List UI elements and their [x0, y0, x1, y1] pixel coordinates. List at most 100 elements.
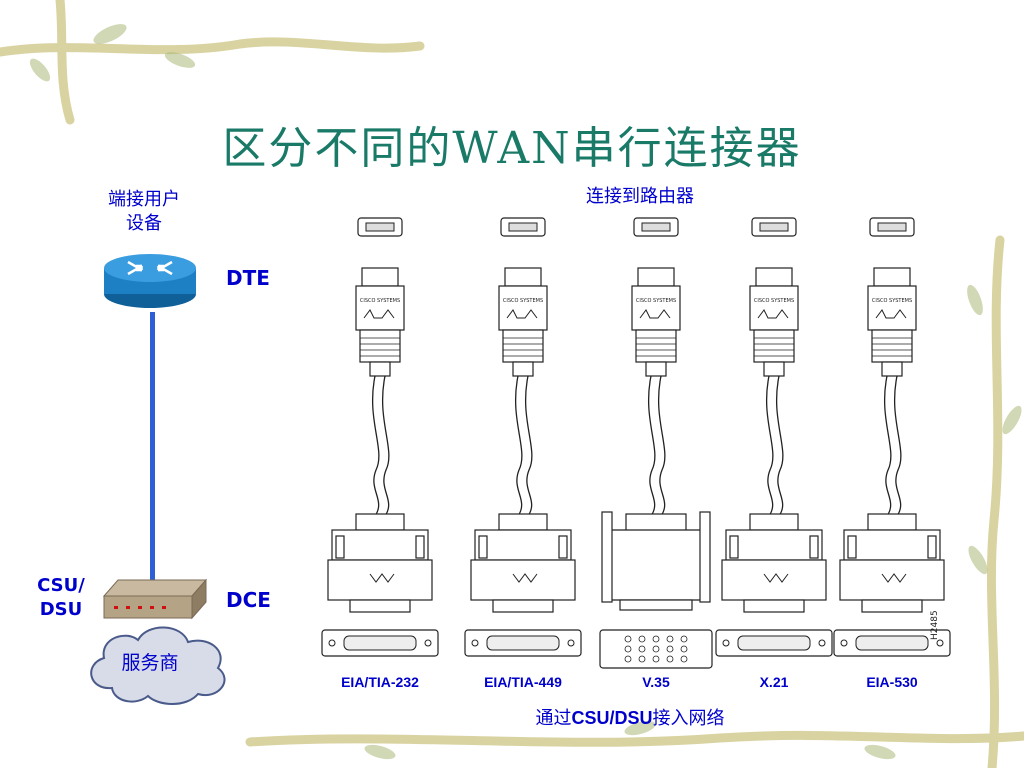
dte-label: DTE	[226, 266, 270, 290]
cable-5-cable-right	[893, 375, 902, 517]
cable-3-bottom-collar	[625, 513, 687, 533]
router-icon	[104, 254, 196, 308]
cable-5-bottom-screw-left	[847, 535, 857, 559]
cable-4-router-port-pins	[759, 222, 789, 232]
cable-4-bottom-collar	[749, 513, 799, 531]
cable-4-brand-text: CISCO SYSTEMS	[754, 298, 794, 304]
bottom-caption: 通过CSU/DSU接入网络	[430, 704, 830, 730]
cable-2-bottom-pins	[492, 599, 554, 613]
cable-3-cable-right	[657, 375, 666, 517]
cable-3-port-pin	[680, 635, 688, 643]
cable-5-bottom-shell	[843, 529, 941, 561]
cable-4-cable-right	[775, 375, 784, 517]
cable-1-cable-left	[371, 375, 380, 517]
cable-1-bottom-pins	[349, 599, 411, 613]
bottom-caption-prefix: 通过	[535, 708, 572, 729]
connector-label-4: X.21	[759, 674, 789, 690]
link-line	[150, 312, 155, 584]
cable-5-brand-text: CISCO SYSTEMS	[872, 298, 912, 304]
cable-3-port-pin	[666, 645, 674, 653]
cable-3-bottom-screw-left	[601, 511, 613, 603]
cable-4-bottom-screw-right	[809, 535, 819, 559]
user-device-label: 端接用户 设备	[90, 188, 198, 236]
cable-2-brand-text: CISCO SYSTEMS	[503, 298, 543, 304]
cable-1-brand-text: CISCO SYSTEMS	[360, 298, 400, 304]
cable-1-router-port-pins	[365, 222, 395, 232]
cable-2-bottom-collar	[498, 513, 548, 531]
cable-1-port-screw-left	[328, 639, 336, 647]
cable-3-router-port-pins	[641, 222, 671, 232]
cable-1-cable-right	[381, 375, 390, 517]
cable-5-bottom-collar	[867, 513, 917, 531]
cable-3-top-collar	[637, 267, 675, 287]
cable-1-top-collar	[361, 267, 399, 287]
provider-label: 服务商	[121, 652, 179, 674]
user-device-line-1: 端接用户	[108, 189, 180, 210]
cable-3-top-head	[631, 285, 681, 331]
cable-2-top-collar	[504, 267, 542, 287]
cable-4-bottom-pins	[743, 599, 805, 613]
cable-4-bottom-screw-left	[729, 535, 739, 559]
cable-4-port-screw-right	[818, 639, 826, 647]
cable-4-top-boot	[763, 361, 785, 377]
connector-label-1: EIA/TIA-232	[341, 674, 419, 690]
cable-1-port-screw-right	[424, 639, 432, 647]
cable-1-bottom-head	[327, 559, 433, 601]
cable-3-top-grip	[635, 329, 677, 363]
cable-5-top-head	[867, 285, 917, 331]
cable-3-bottom-screw-right	[699, 511, 711, 603]
csu-dsu-line-2: DSU	[39, 599, 83, 620]
cable-1-top-head	[355, 285, 405, 331]
cable-3-port-pin	[624, 635, 632, 643]
cable-5-router-port-pins	[877, 222, 907, 232]
dce-label: DCE	[226, 588, 271, 612]
cable-4-bottom-head	[721, 559, 827, 601]
cable-4-top-collar	[755, 267, 793, 287]
cable-2-port-socket	[486, 635, 560, 651]
cable-3-port-pin	[680, 645, 688, 653]
cable-5-port-screw-left	[840, 639, 848, 647]
cable-5-port-socket	[855, 635, 929, 651]
cable-3-port-pin	[624, 655, 632, 663]
cable-2-bottom-shell	[474, 529, 572, 561]
cable-1-bottom-screw-right	[415, 535, 425, 559]
connector-label-2: EIA/TIA-449	[484, 674, 562, 690]
cable-3-port-pin	[652, 655, 660, 663]
connector-label-5: EIA-530	[866, 674, 918, 690]
cable-5-cable-left	[883, 375, 892, 517]
cable-2-router-port-pins	[508, 222, 538, 232]
cable-5-top-collar	[873, 267, 911, 287]
cable-4-top-head	[749, 285, 799, 331]
cable-2-top-head	[498, 285, 548, 331]
csu-dsu-label: CSU/ DSU	[28, 574, 94, 622]
cable-2-top-grip	[502, 329, 544, 363]
cable-2-port-screw-right	[567, 639, 575, 647]
cable-2-bottom-head	[470, 559, 576, 601]
cable-3-port-pin	[652, 645, 660, 653]
cable-4-top-grip	[753, 329, 795, 363]
cable-3-top-boot	[645, 361, 667, 377]
cable-3-cable-left	[647, 375, 656, 517]
cable-1-bottom-logo	[369, 573, 395, 583]
cable-2-port-screw-left	[471, 639, 479, 647]
cable-2-bottom-screw-right	[558, 535, 568, 559]
bottom-caption-suffix: 接入网络	[652, 708, 725, 729]
cable-1-top-boot	[369, 361, 391, 377]
cable-3-port-pin	[638, 635, 646, 643]
cable-5-bottom-pins	[861, 599, 923, 613]
csu-dsu-icon	[102, 578, 208, 620]
bottom-caption-bold: CSU/DSU	[571, 708, 653, 728]
cable-2-bottom-screw-left	[478, 535, 488, 559]
cable-4-port-screw-left	[722, 639, 730, 647]
cable-3-bottom-head	[605, 529, 707, 601]
cable-5-brand-logo	[875, 309, 907, 319]
cable-2-top-boot	[512, 361, 534, 377]
slide-title: 区分不同的WAN串行连接器	[222, 123, 802, 174]
connector-label-3: V.35	[642, 674, 670, 690]
cable-3-port-pin	[638, 655, 646, 663]
cable-1-bottom-shell	[331, 529, 429, 561]
cable-5-bottom-head	[839, 559, 945, 601]
cable-4-cable-left	[765, 375, 774, 517]
